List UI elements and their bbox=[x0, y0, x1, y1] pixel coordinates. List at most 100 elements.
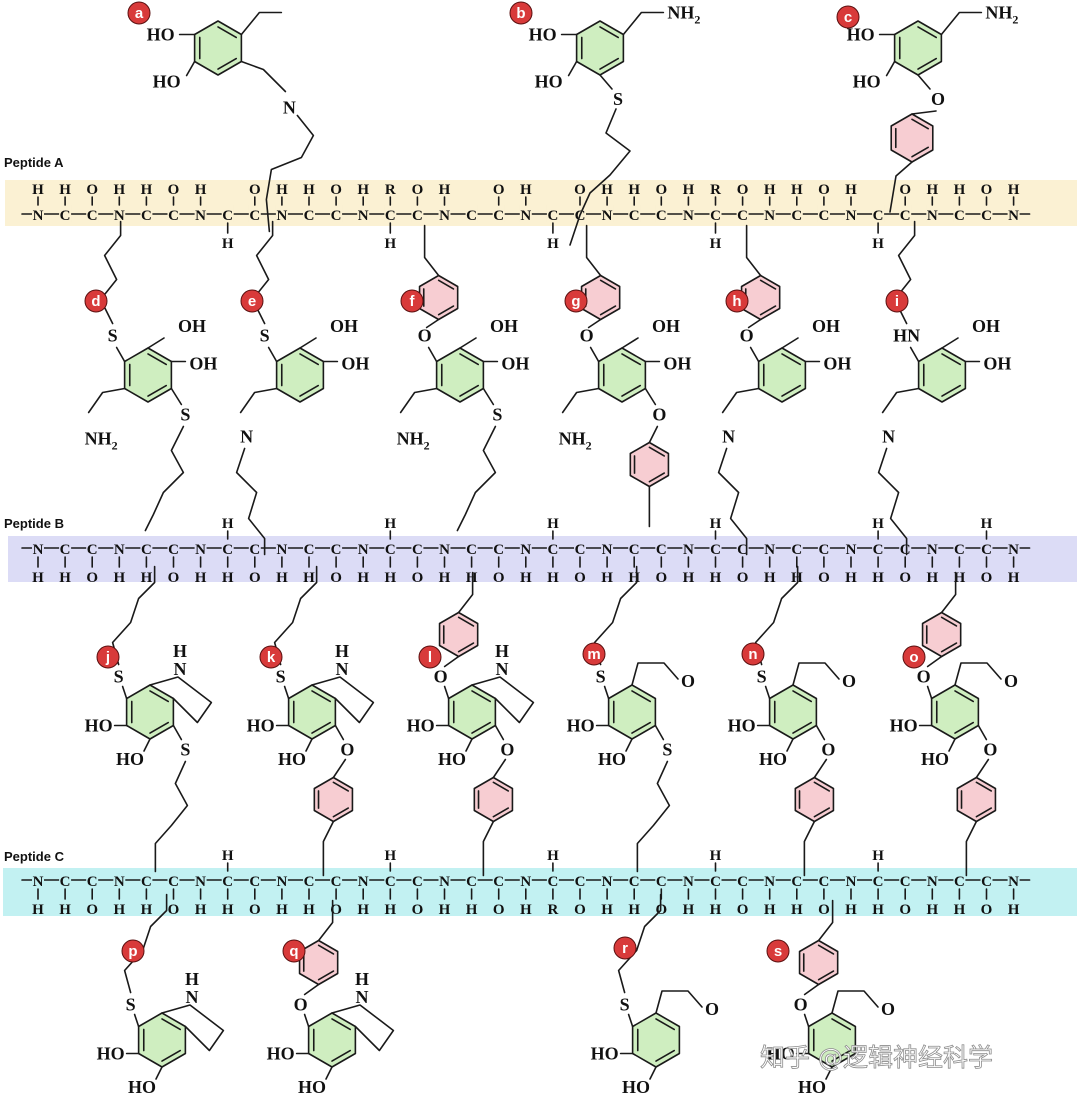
backbone-atom: C bbox=[493, 874, 504, 890]
badge-i: i bbox=[885, 289, 909, 313]
backbone-sub-bottom: H bbox=[1008, 902, 1020, 918]
bottom-linker: O bbox=[983, 740, 997, 760]
badge-circle bbox=[613, 936, 637, 960]
top-linker: S bbox=[114, 667, 124, 687]
double-bond bbox=[621, 353, 642, 366]
badge-k: k bbox=[259, 645, 283, 669]
bond bbox=[170, 387, 183, 406]
atom-bg bbox=[899, 539, 912, 556]
catechol-ring-fill bbox=[918, 348, 966, 402]
hydroxyl-label: HO bbox=[759, 749, 787, 769]
amine-label: NH2 bbox=[985, 3, 1018, 27]
double-bond bbox=[631, 690, 652, 703]
backbone-sub-bottom: O bbox=[737, 570, 749, 586]
backbone-sub-bottom: H bbox=[32, 902, 44, 918]
backbone-atom: C bbox=[60, 208, 71, 224]
atom-bg bbox=[709, 539, 722, 556]
bond bbox=[585, 224, 602, 277]
atom-bg bbox=[519, 205, 532, 222]
backbone-atom: C bbox=[141, 874, 152, 890]
atom-bg bbox=[655, 871, 668, 888]
backbone-atom: C bbox=[249, 208, 260, 224]
nitrogen-label: N bbox=[283, 98, 296, 118]
ethyl-arm bbox=[622, 11, 665, 36]
backbone-sub-bottom: O bbox=[818, 570, 830, 586]
bond bbox=[133, 1013, 140, 1028]
bond bbox=[155, 1066, 163, 1080]
amine-label: NH2 bbox=[559, 429, 592, 453]
badge-letter: b bbox=[516, 5, 525, 22]
aldehyde-arm bbox=[831, 990, 879, 1014]
atom-bg bbox=[763, 205, 776, 222]
atom-bg bbox=[1007, 871, 1020, 888]
double-bond bbox=[161, 1049, 182, 1062]
badge-q: q bbox=[282, 939, 306, 963]
double-bond bbox=[147, 384, 168, 397]
double-bond bbox=[792, 721, 813, 734]
atom-bg bbox=[546, 871, 559, 888]
double-bond bbox=[813, 807, 831, 818]
backbone-sub-top: H bbox=[384, 516, 396, 532]
bond bbox=[147, 337, 165, 349]
backbone-sub-top: O bbox=[493, 182, 505, 198]
side-chain bbox=[636, 760, 671, 873]
bond bbox=[627, 1013, 634, 1028]
atom-bg bbox=[140, 871, 153, 888]
hydroxyl-label: HO bbox=[591, 1044, 619, 1064]
backbone-atom: C bbox=[249, 874, 260, 890]
atom-bg bbox=[357, 871, 370, 888]
backbone-sub-bottom: O bbox=[168, 570, 180, 586]
badge-p: p bbox=[121, 939, 145, 963]
atom-bg bbox=[140, 205, 153, 222]
arm bbox=[239, 387, 278, 414]
backbone-atom: C bbox=[791, 542, 802, 558]
backbone-sub-bottom: O bbox=[737, 902, 749, 918]
double-bond bbox=[940, 616, 958, 627]
bond bbox=[965, 820, 978, 877]
backbone-atom: N bbox=[846, 542, 857, 558]
badge-letter: e bbox=[248, 293, 256, 310]
atom-bg bbox=[384, 205, 397, 222]
backbone-sub-bottom: H bbox=[547, 570, 559, 586]
bond bbox=[917, 74, 931, 90]
badge-c: c bbox=[836, 5, 860, 29]
catechol-ring-fill bbox=[436, 348, 484, 402]
top-linker: O bbox=[580, 326, 594, 346]
top-linker: S bbox=[108, 326, 118, 346]
backbone-sub-bottom: H bbox=[439, 570, 451, 586]
backbone-atom: C bbox=[873, 874, 884, 890]
pyrrolidine bbox=[471, 676, 535, 724]
atom-bg bbox=[709, 205, 722, 222]
backbone-sub-bottom: H bbox=[547, 236, 559, 252]
backbone-sub-bottom: H bbox=[384, 902, 396, 918]
atom-bg bbox=[411, 539, 424, 556]
imine-arm bbox=[240, 60, 287, 93]
atom-bg bbox=[845, 205, 857, 222]
bond bbox=[940, 571, 957, 614]
atom-bg bbox=[845, 871, 857, 888]
arm bbox=[881, 387, 920, 414]
backbone-sub-bottom: H bbox=[276, 902, 288, 918]
bond bbox=[303, 983, 320, 996]
catechol-ring-fill bbox=[608, 685, 656, 739]
bond bbox=[443, 685, 450, 700]
hydroxyl-label: HO bbox=[921, 749, 949, 769]
atom-bg bbox=[194, 871, 207, 888]
hydrogen-label: H bbox=[335, 641, 349, 661]
atom-bg bbox=[1007, 205, 1020, 222]
backbone-sub-bottom: O bbox=[899, 570, 911, 586]
lysine-chain bbox=[265, 114, 315, 233]
atom-bg bbox=[32, 871, 44, 888]
atom-bg bbox=[86, 871, 99, 888]
pyrrolidine bbox=[331, 1004, 395, 1052]
atom-bg bbox=[980, 871, 993, 888]
bond bbox=[803, 820, 816, 877]
bottom-linker: S bbox=[180, 740, 190, 760]
backbone-atom: C bbox=[168, 542, 179, 558]
badge-letter: m bbox=[587, 646, 600, 663]
backbone-atom: C bbox=[791, 208, 802, 224]
hydroxyl-label: OH bbox=[341, 354, 369, 374]
